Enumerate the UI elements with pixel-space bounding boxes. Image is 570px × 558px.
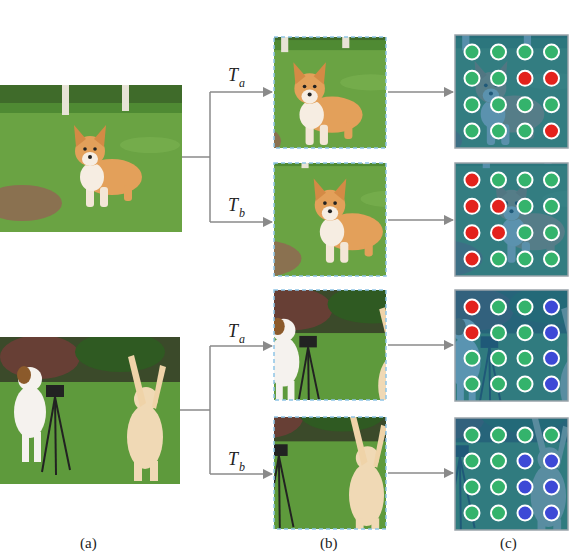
feature-dot (544, 173, 559, 188)
feature-map-photo (406, 394, 570, 542)
feature-dot (518, 480, 533, 495)
feature-dot (518, 325, 533, 340)
feature-dot (465, 454, 480, 469)
feature-dot (491, 124, 506, 139)
feature-dot (518, 71, 533, 86)
feature-dot (518, 199, 533, 214)
feature-dot (518, 45, 533, 60)
feature-dot (544, 45, 559, 60)
feature-dot (518, 428, 533, 443)
feature-dot (518, 225, 533, 240)
feature-map-panel (455, 35, 568, 148)
feature-dot (465, 428, 480, 443)
feature-dot (544, 252, 559, 267)
feature-dot (491, 325, 506, 340)
feature-dot (491, 480, 506, 495)
feature-dot (491, 506, 506, 521)
feature-dot (544, 71, 559, 86)
feature-dot (491, 97, 506, 112)
feature-dot (465, 480, 480, 495)
panel-caption: (b) (320, 536, 338, 551)
feature-dot (544, 300, 559, 315)
transform-symbol: T (228, 450, 238, 468)
feature-dot (465, 252, 480, 267)
feature-map-photo (380, 20, 570, 171)
feature-dot (544, 480, 559, 495)
feature-dot (491, 173, 506, 188)
transform-symbol: T (228, 66, 238, 84)
feature-dot (518, 124, 533, 139)
transform-subscript: b (239, 461, 245, 473)
feature-dot (544, 428, 559, 443)
feature-dot (465, 351, 480, 366)
feature-dot (518, 377, 533, 392)
feature-dot (465, 300, 480, 315)
feature-dot (544, 97, 559, 112)
feature-dot (544, 377, 559, 392)
feature-dot (491, 300, 506, 315)
feature-dot (491, 252, 506, 267)
feature-map-photo (435, 285, 570, 432)
feature-dot (465, 97, 480, 112)
feature-dot (465, 225, 480, 240)
feature-dot (465, 173, 480, 188)
feature-dot (518, 173, 533, 188)
feature-dot (491, 428, 506, 443)
feature-map-panel (455, 418, 568, 530)
feature-dot (465, 506, 480, 521)
feature-map-photo (401, 137, 570, 288)
transform-symbol: T (228, 322, 238, 340)
feature-dot (465, 377, 480, 392)
panel-caption: (c) (500, 536, 517, 551)
feature-dot (465, 71, 480, 86)
feature-dot (518, 97, 533, 112)
feature-dot (518, 454, 533, 469)
feature-dot (544, 506, 559, 521)
feature-dot (491, 351, 506, 366)
feature-dot (544, 351, 559, 366)
feature-dot (491, 377, 506, 392)
feature-dot (544, 124, 559, 139)
feature-dot (491, 199, 506, 214)
transform-subscript: a (239, 77, 245, 89)
feature-dot (465, 199, 480, 214)
feature-dot (491, 225, 506, 240)
feature-dot (465, 325, 480, 340)
feature-dot (491, 454, 506, 469)
feature-dot (544, 454, 559, 469)
feature-dot (465, 124, 480, 139)
feature-dot (518, 300, 533, 315)
feature-dot (491, 45, 506, 60)
feature-map-panel (455, 163, 568, 276)
transform-subscript: a (239, 333, 245, 345)
feature-dot (491, 71, 506, 86)
feature-dot (518, 351, 533, 366)
feature-dot (518, 506, 533, 521)
feature-map-panel (455, 290, 568, 401)
transform-symbol: T (228, 196, 238, 214)
feature-dot (544, 225, 559, 240)
panel-caption: (a) (80, 536, 97, 551)
transform-subscript: b (239, 207, 245, 219)
feature-dot (544, 325, 559, 340)
feature-dot (465, 45, 480, 60)
feature-dot (518, 252, 533, 267)
feature-dot (544, 199, 559, 214)
